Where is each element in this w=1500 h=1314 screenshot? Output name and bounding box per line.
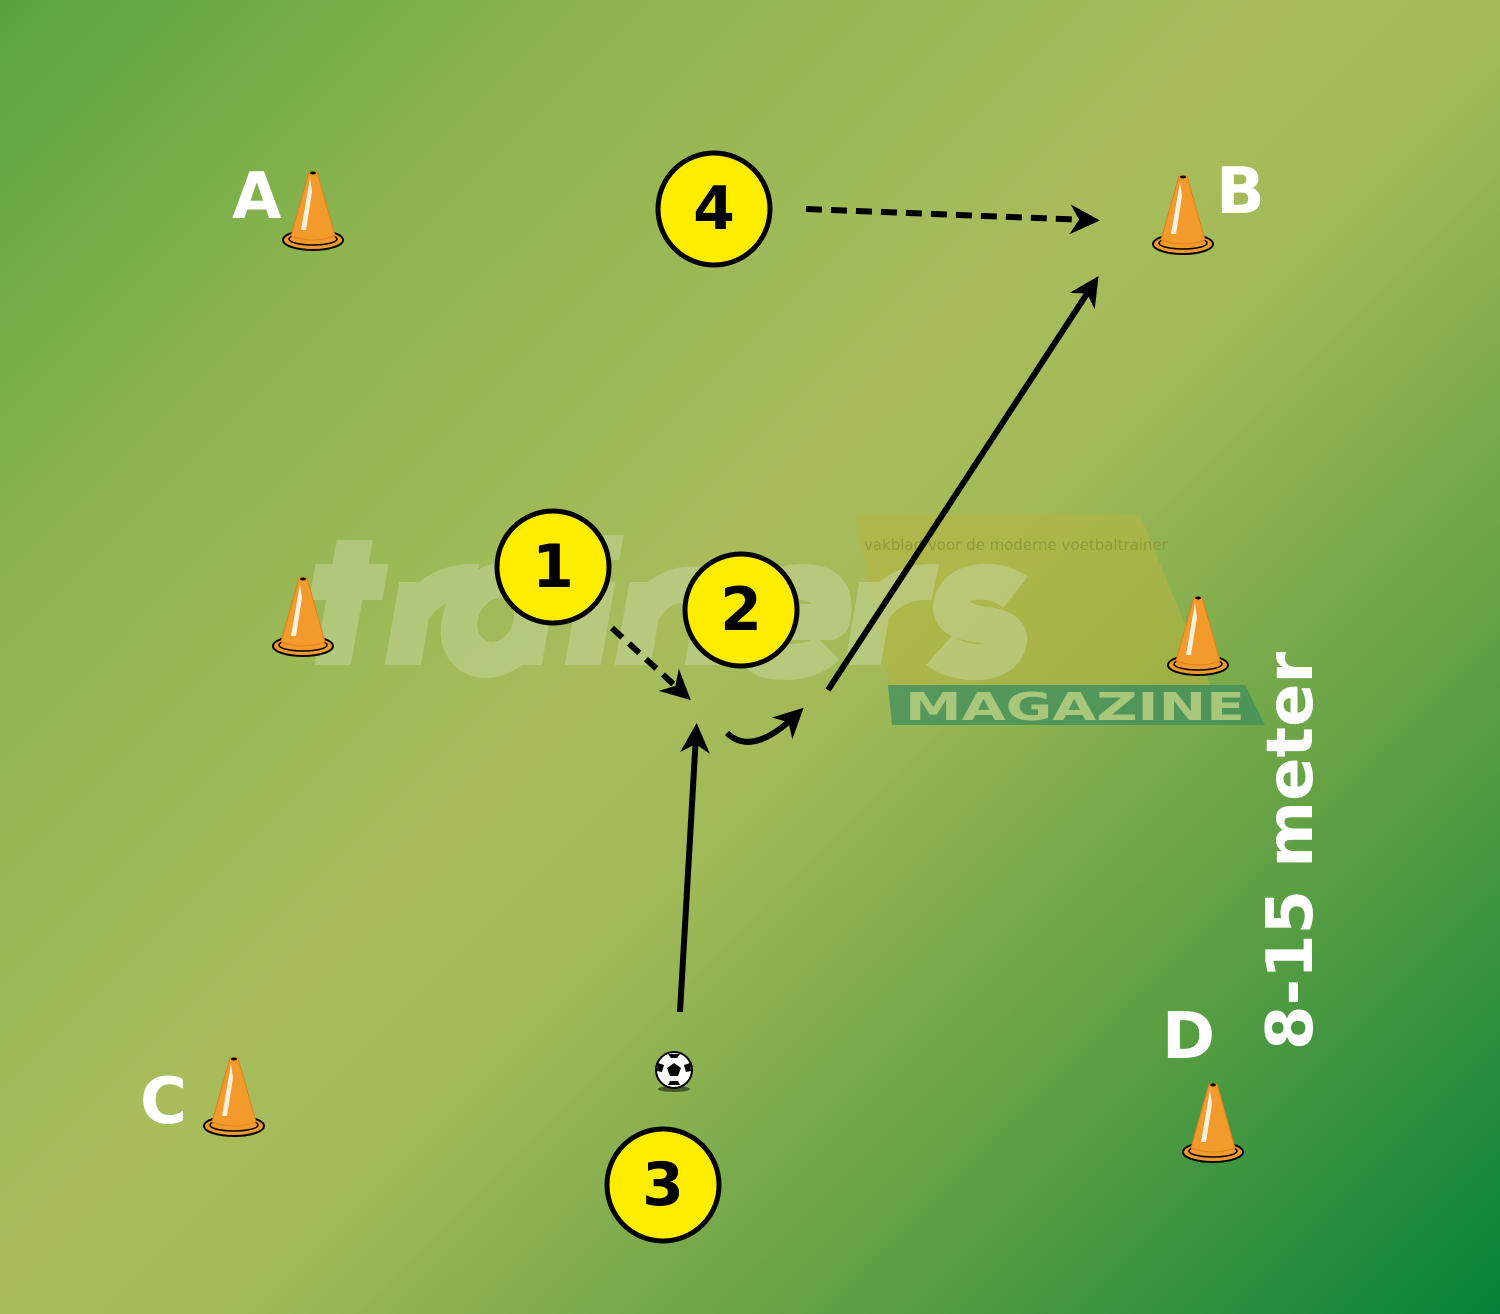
cone-label-c: C (140, 1065, 187, 1139)
turn-arrow (724, 707, 804, 745)
pass-arrow-3 (677, 723, 710, 1013)
player-1: 1 (494, 508, 612, 626)
player-2-number: 2 (720, 575, 762, 645)
cone-label-b: B (1216, 155, 1265, 229)
player-4-number: 4 (693, 174, 735, 244)
watermark-sub: MAGAZINE (905, 685, 1245, 729)
run-arrow-4-to-b (805, 204, 1100, 235)
player-4: 4 (655, 150, 773, 268)
cone-icon (1152, 174, 1214, 255)
cone-icon (203, 1056, 265, 1137)
player-3: 3 (604, 1126, 722, 1244)
player-1-number: 1 (532, 532, 574, 602)
cone-icon (1182, 1082, 1244, 1163)
pass-arrow-to-b (825, 275, 1099, 692)
ball-icon (655, 1051, 693, 1092)
cone-icon (282, 170, 344, 251)
cone-label-a: A (232, 160, 282, 234)
distance-label: 8-15 meter (1254, 651, 1328, 1050)
cone-label-d: D (1162, 1000, 1215, 1074)
watermark-tagline: vakblad voor de moderne voetbaltrainer (864, 536, 1169, 554)
player-2: 2 (682, 551, 800, 669)
run-arrow-1 (609, 625, 691, 701)
player-3-number: 3 (642, 1150, 684, 1220)
